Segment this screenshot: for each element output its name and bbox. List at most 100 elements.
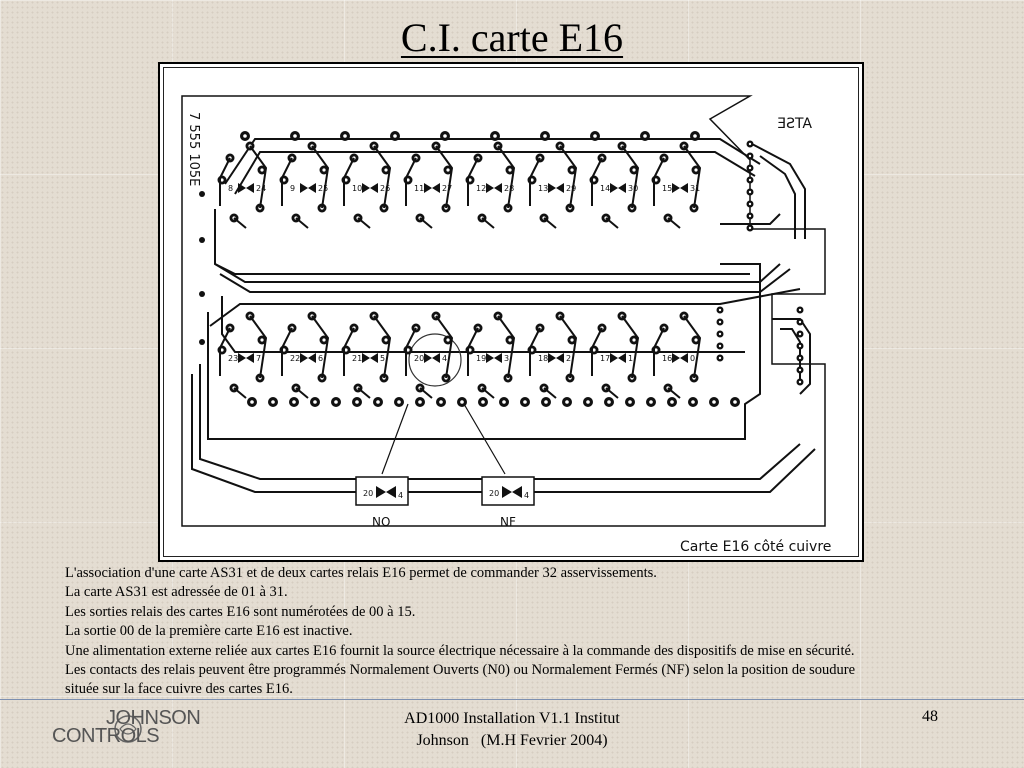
connector-pad (746, 152, 754, 160)
relay-number-b: 28 (504, 184, 514, 193)
relay-number-b: 29 (566, 184, 576, 193)
connector-pad (796, 318, 804, 326)
description-text: L'association d'une carte AS31 et de deu… (65, 564, 1010, 700)
edge-pad (331, 397, 341, 407)
edge-pad (490, 131, 500, 141)
figure-caption: Carte E16 côté cuivre (680, 539, 831, 555)
edge-pad (562, 397, 572, 407)
relay-number-b: 26 (380, 184, 390, 193)
relay-number-b: 4 (442, 354, 447, 363)
relay-number-a: 9 (290, 184, 295, 193)
description-line: L'association d'une carte AS31 et de deu… (65, 565, 657, 581)
relay-footprint (527, 141, 578, 229)
connector-pad (796, 378, 804, 386)
edge-pad (340, 131, 350, 141)
connector-pad (746, 212, 754, 220)
mounting-dot (199, 291, 205, 297)
relay-number-b: 24 (256, 184, 266, 193)
detail-no-b: 4 (398, 491, 403, 500)
relay-number-a: 16 (662, 354, 672, 363)
edge-pad (667, 397, 677, 407)
relay-number-b: 2 (566, 354, 571, 363)
footer-line-1: AD1000 Installation V1.1 Institut (404, 710, 620, 727)
connector-pad (746, 224, 754, 232)
description-line: Les contacts des relais peuvent être pro… (65, 662, 856, 679)
relay-footprint (217, 311, 268, 399)
relay-symbol-icon (502, 486, 522, 498)
relay-number-a: 23 (228, 354, 238, 363)
edge-pad (415, 397, 425, 407)
connector-pad (746, 188, 754, 196)
slide-title: C.I. carte E16 (400, 15, 624, 60)
edge-pad (590, 131, 600, 141)
footer-credit: AD1000 Installation V1.1 Institut Johnso… (340, 708, 684, 752)
relay-number-b: 3 (504, 354, 509, 363)
relay-number-b: 27 (442, 184, 452, 193)
connector-pad (716, 330, 724, 338)
connector-pad (746, 176, 754, 184)
logo-line-1: JOHNSON (106, 707, 201, 729)
relay-footprint (527, 311, 578, 399)
relay-number-a: 13 (538, 184, 548, 193)
relay-number-a: 14 (600, 184, 610, 193)
connector-pad (716, 318, 724, 326)
description-line: Une alimentation externe reliée aux cart… (65, 642, 855, 659)
edge-pad (709, 397, 719, 407)
edge-pad (289, 397, 299, 407)
connector-pad (716, 306, 724, 314)
edge-pad (436, 397, 446, 407)
edge-pad (625, 397, 635, 407)
relay-number-a: 10 (352, 184, 362, 193)
relay-number-b: 31 (690, 184, 700, 193)
relay-footprint (651, 311, 702, 399)
relay-footprint (589, 141, 640, 229)
connector-pad (796, 366, 804, 374)
detail-nf-label: NF (500, 515, 516, 529)
relay-footprint (217, 141, 268, 229)
mirrored-board-mark: ATSE (777, 116, 812, 132)
connector-pad (716, 342, 724, 350)
relay-number-a: 20 (414, 354, 424, 363)
edge-pad (247, 397, 257, 407)
relay-number-b: 1 (628, 354, 633, 363)
relay-footprint (341, 141, 392, 229)
detail-no-a: 20 (363, 489, 373, 498)
edge-pad (268, 397, 278, 407)
relay-footprint (589, 311, 640, 399)
edge-pad (690, 131, 700, 141)
relay-number-a: 15 (662, 184, 672, 193)
edge-pad (520, 397, 530, 407)
relay-number-a: 18 (538, 354, 548, 363)
edge-pad (604, 397, 614, 407)
relay-footprint (403, 141, 454, 229)
relay-number-a: 17 (600, 354, 610, 363)
relay-symbol-icon (376, 486, 396, 498)
relay-number-a: 21 (352, 354, 362, 363)
detail-no-label: NO (372, 515, 390, 529)
mounting-dot (199, 237, 205, 243)
logo-emblem-icon (114, 715, 142, 743)
description-line: située sur la face cuivre des cartes E16… (65, 681, 293, 698)
page-number: 48 (922, 708, 938, 725)
mounting-dot (199, 339, 205, 345)
footer-line-2: Johnson (M.H Fevrier 2004) (416, 732, 608, 749)
edge-pad (478, 397, 488, 407)
detail-nf-b: 4 (524, 491, 529, 500)
relay-number-b: 7 (256, 354, 261, 363)
edge-pad (373, 397, 383, 407)
footer-divider (0, 699, 1024, 700)
edge-pad (646, 397, 656, 407)
edge-pad (540, 131, 550, 141)
connector-pad (796, 306, 804, 314)
relay-number-a: 22 (290, 354, 300, 363)
relay-number-b: 6 (318, 354, 323, 363)
connector-pad (796, 330, 804, 338)
edge-pad (457, 397, 467, 407)
description-line: La sortie 00 de la première carte E16 es… (65, 623, 353, 640)
relay-footprint (279, 311, 330, 399)
edge-pad (730, 397, 740, 407)
relay-number-a: 19 (476, 354, 486, 363)
connector-pad (746, 164, 754, 172)
